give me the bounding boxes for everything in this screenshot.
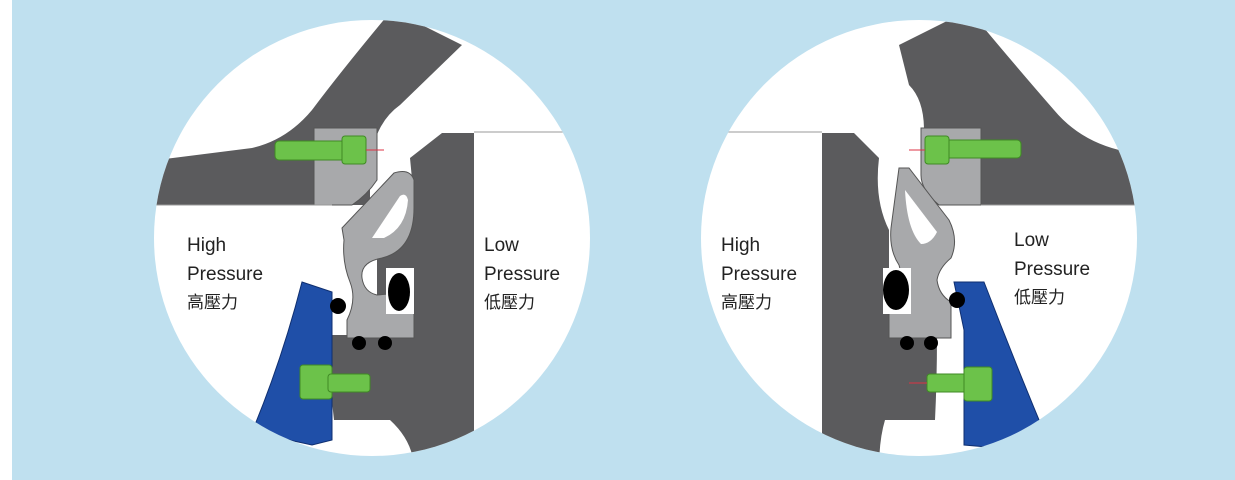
oring-large bbox=[883, 270, 909, 310]
high-pressure-line1: High bbox=[187, 235, 227, 256]
oring-bottom-2 bbox=[924, 336, 938, 350]
seal-cross-section-right bbox=[701, 20, 1137, 456]
high-pressure-cjk: 高壓力 bbox=[187, 293, 238, 313]
low-pressure-line1: Low bbox=[1014, 230, 1049, 251]
lower-bolt bbox=[299, 364, 333, 400]
seal-cross-section-left bbox=[154, 20, 590, 456]
low-pressure-label: Low Pressure 低壓力 bbox=[484, 231, 560, 318]
oring-bottom-1 bbox=[352, 336, 366, 350]
diagram-panel: High Pressure 高壓力 Low Pressure 低壓力 bbox=[12, 0, 1235, 480]
valve-body-upper bbox=[154, 20, 462, 205]
low-pressure-line2: Pressure bbox=[484, 264, 561, 285]
upper-bolt-head bbox=[341, 135, 367, 165]
oring-bottom-1 bbox=[900, 336, 914, 350]
seal-diagram-right: High Pressure 高壓力 Low Pressure 低壓力 bbox=[699, 0, 1159, 470]
high-pressure-line1: High bbox=[721, 235, 761, 256]
low-pressure-label: Low Pressure 低壓力 bbox=[1014, 226, 1090, 313]
low-pressure-cjk: 低壓力 bbox=[1014, 288, 1065, 308]
lower-bolt-shaft bbox=[327, 373, 371, 393]
oring-large bbox=[388, 273, 410, 311]
low-pressure-line2: Pressure bbox=[1014, 259, 1091, 280]
high-pressure-label: High Pressure 高壓力 bbox=[721, 231, 797, 318]
oring-bottom-2 bbox=[378, 336, 392, 350]
lip-seal-groove bbox=[372, 194, 408, 238]
low-pressure-cjk: 低壓力 bbox=[484, 293, 535, 313]
oring-small-left bbox=[330, 298, 346, 314]
upper-bolt bbox=[274, 140, 346, 161]
lower-bolt-head bbox=[963, 366, 993, 402]
low-pressure-line1: Low bbox=[484, 235, 519, 256]
high-pressure-line2: Pressure bbox=[721, 264, 798, 285]
seal-diagram-left: High Pressure 高壓力 Low Pressure 低壓力 bbox=[152, 0, 612, 470]
retainer-ring bbox=[251, 281, 333, 446]
lower-bolt bbox=[926, 373, 968, 393]
upper-bolt-head bbox=[924, 135, 950, 165]
lip-seal-groove bbox=[905, 190, 937, 244]
oring-small-right bbox=[949, 292, 965, 308]
high-pressure-label: High Pressure 高壓力 bbox=[187, 231, 263, 318]
disc-body bbox=[822, 133, 937, 456]
high-pressure-line2: Pressure bbox=[187, 264, 264, 285]
high-pressure-cjk: 高壓力 bbox=[721, 293, 772, 313]
